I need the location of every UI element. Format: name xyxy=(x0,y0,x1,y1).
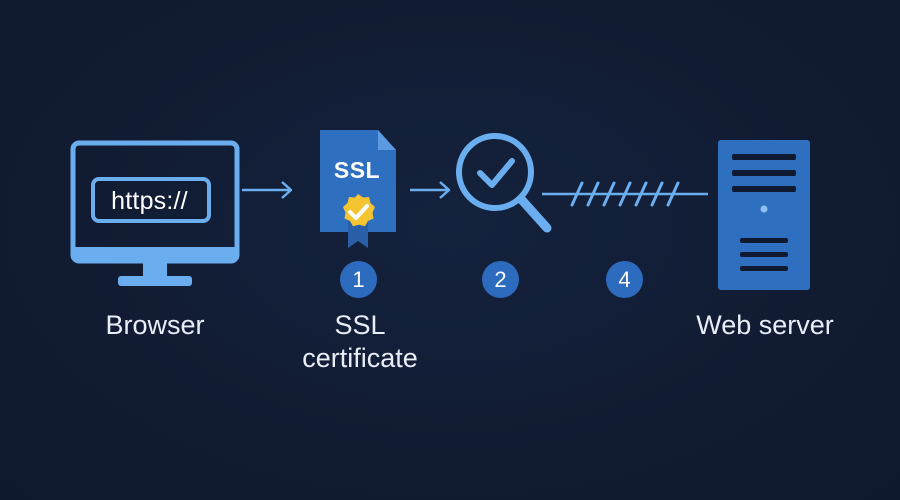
step-badge: 1 xyxy=(340,261,377,298)
url-text: https:// xyxy=(111,187,188,215)
web-server-icon xyxy=(718,140,810,290)
magnifier-check-icon xyxy=(456,133,552,233)
browser-monitor-icon xyxy=(70,140,240,286)
arrow-right-icon xyxy=(410,181,451,199)
browser-label: Browser xyxy=(105,310,205,340)
secure-connection-icon xyxy=(542,181,708,207)
arrow-right-icon xyxy=(242,181,293,199)
step-badge: 4 xyxy=(606,261,643,298)
ssl-badge-text: SSL xyxy=(333,157,381,183)
certificate-label-line2: certificate xyxy=(302,343,418,373)
web-server-label: Web server xyxy=(696,310,834,340)
step-badge: 2 xyxy=(482,261,519,298)
ssl-certificate-icon xyxy=(320,130,396,248)
certificate-label-line1: SSL xyxy=(334,310,386,340)
